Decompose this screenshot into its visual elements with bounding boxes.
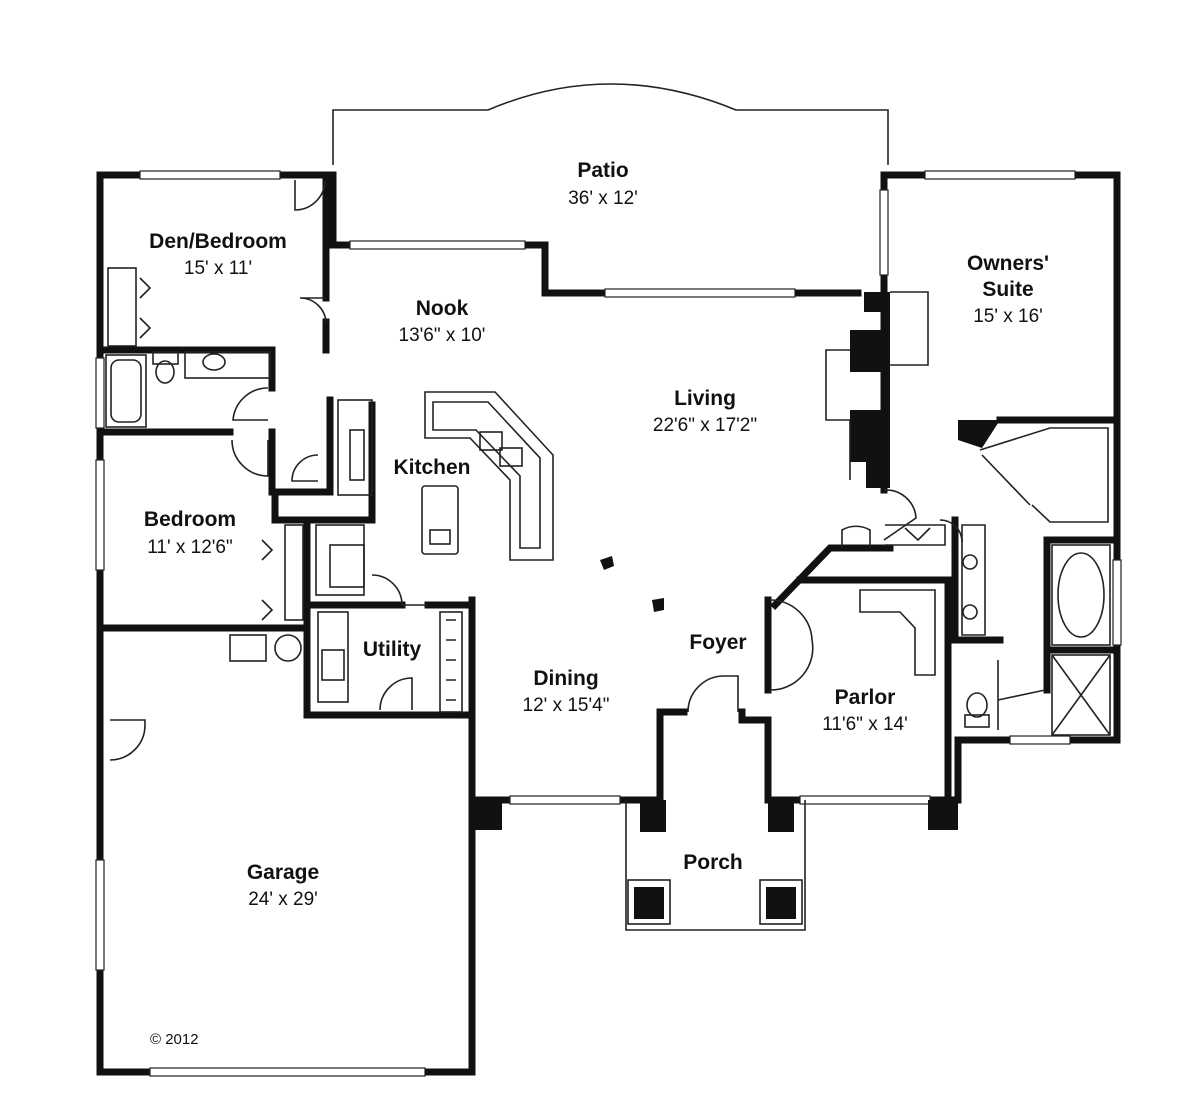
owners-dim: 15' x 16' (973, 306, 1043, 327)
room-label-parlor: Parlor 11'6" x 14' (822, 686, 907, 735)
kitchen-name: Kitchen (393, 456, 470, 479)
room-label-dining: Dining 12' x 15'4" (523, 667, 610, 716)
room-label-patio: Patio 36' x 12' (568, 159, 638, 209)
patio-dim: 36' x 12' (568, 188, 638, 209)
closets (107, 267, 365, 621)
garage-dim: 24' x 29' (248, 889, 318, 910)
room-label-utility: Utility (363, 638, 422, 661)
room-label-nook: Nook 13'6" x 10' (399, 297, 486, 346)
foyer-name: Foyer (689, 631, 746, 654)
copyright-text: © 2012 (150, 1031, 199, 1048)
room-label-den: Den/Bedroom 15' x 11' (149, 230, 287, 279)
room-label-living: Living 22'6" x 17'2" (653, 387, 757, 436)
den-name: Den/Bedroom (149, 230, 287, 253)
bedroom-dim: 11' x 12'6" (147, 537, 232, 558)
dining-name: Dining (533, 667, 598, 690)
patio-name: Patio (577, 159, 628, 182)
walls (96, 171, 1121, 1076)
kitchen-counters (337, 391, 664, 612)
porch-outline (472, 800, 958, 931)
utility-fixtures (229, 611, 463, 713)
parlor-built-in (859, 524, 946, 676)
parlor-dim: 11'6" x 14' (822, 714, 907, 735)
garage-name: Garage (247, 861, 319, 884)
owners-name-line1: Owners' (967, 252, 1049, 275)
fireplace (825, 291, 929, 488)
nook-dim: 13'6" x 10' (399, 325, 486, 346)
room-label-foyer: Foyer (689, 631, 746, 654)
dining-dim: 12' x 15'4" (523, 695, 610, 716)
room-label-bedroom: Bedroom 11' x 12'6" (144, 508, 236, 558)
bath-fixtures-left (105, 351, 271, 428)
living-name: Living (674, 387, 736, 410)
room-label-owners-suite: Owners' Suite 15' x 16' (967, 252, 1049, 327)
room-label-porch: Porch (683, 851, 743, 874)
owners-name-line2: Suite (982, 278, 1033, 301)
parlor-name: Parlor (835, 686, 896, 709)
porch-name: Porch (683, 851, 743, 874)
utility-name: Utility (363, 638, 422, 661)
living-dim: 22'6" x 17'2" (653, 415, 757, 436)
bedroom-name: Bedroom (144, 508, 236, 531)
nook-name: Nook (416, 297, 469, 320)
den-dim: 15' x 11' (184, 258, 252, 279)
owners-bath (958, 420, 1111, 736)
patio-outline (332, 83, 889, 165)
room-label-kitchen: Kitchen (393, 456, 470, 479)
windows (95, 170, 1122, 1077)
room-label-garage: Garage 24' x 29' (247, 861, 319, 910)
